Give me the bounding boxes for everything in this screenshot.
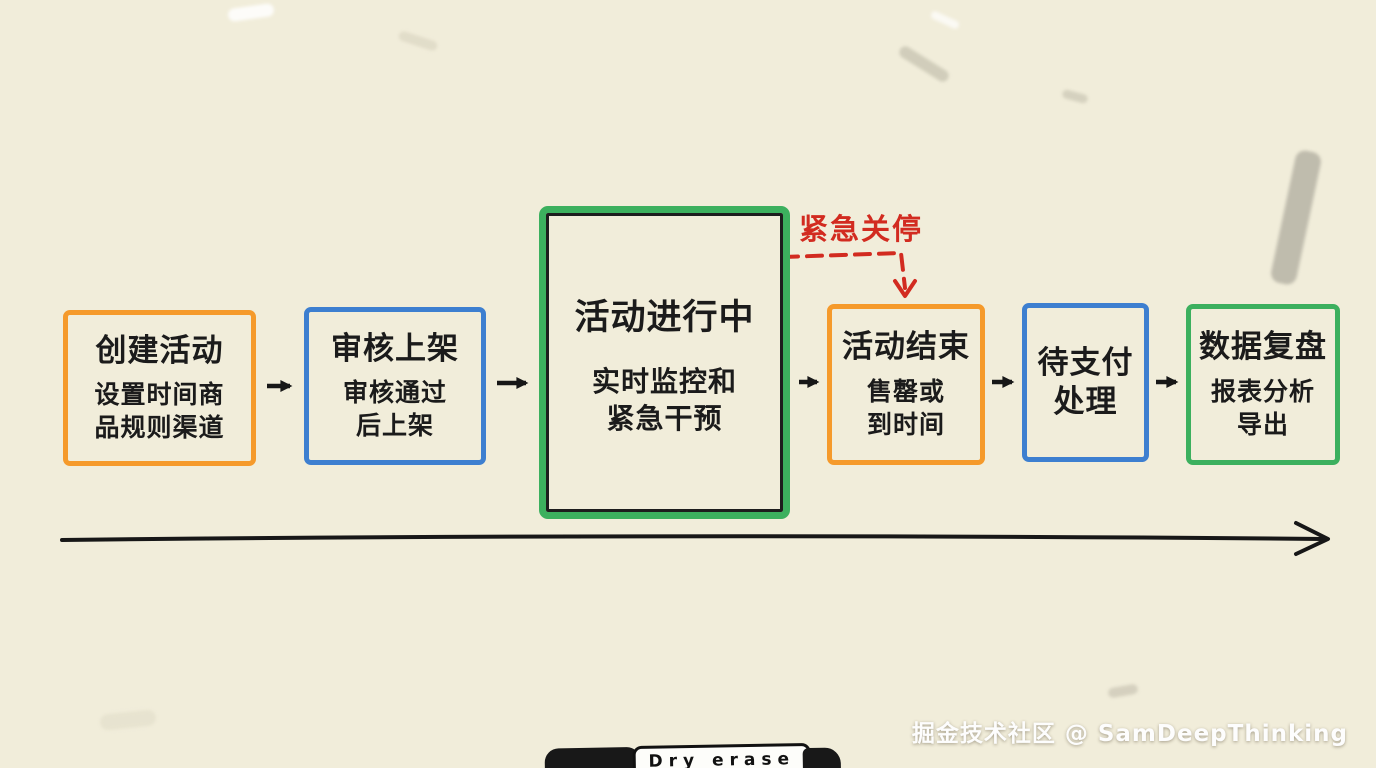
box-subtitle: 报表分析 导出 — [1210, 376, 1315, 439]
smudge-mark — [99, 709, 157, 731]
smudge-mark — [1061, 88, 1089, 105]
smudge-mark — [1269, 148, 1323, 287]
smudge-mark — [397, 30, 439, 52]
box-title: 审核上架 — [331, 330, 459, 367]
marker-pen-tip — [802, 747, 842, 768]
flow-box-create: 创建活动 设置时间商 品规则渠道 — [63, 310, 256, 466]
marker-pen: Dry erase — [544, 741, 842, 768]
emergency-dashed-arrow — [781, 250, 907, 290]
box-title: 创建活动 — [95, 332, 224, 369]
flow-box-running: 活动进行中 实时监控和 紧急干预 — [539, 206, 790, 519]
flow-box-review: 审核上架 审核通过 后上架 — [304, 307, 486, 465]
box-subtitle: 设置时间商 品规则渠道 — [94, 380, 225, 443]
box-subtitle: 实时监控和 紧急干预 — [591, 365, 737, 436]
box-title: 活动进行中 — [574, 297, 755, 338]
marker-pen-body: Dry erase — [632, 742, 812, 768]
flow-box-end: 活动结束 售罄或 到时间 — [827, 304, 985, 465]
emergency-shutdown-label: 紧急关停 — [799, 212, 924, 246]
flow-box-payment: 待支付 处理 — [1022, 303, 1149, 462]
smudge-mark — [897, 44, 951, 84]
box-title: 待支付 处理 — [1037, 344, 1134, 420]
emergency-arrowhead — [893, 279, 917, 298]
box-subtitle: 售罄或 到时间 — [866, 376, 945, 439]
marker-pen-label: Dry erase — [648, 749, 796, 768]
smudge-mark — [929, 10, 961, 30]
box-subtitle: 审核通过 后上架 — [342, 378, 447, 441]
smudge-mark — [1107, 683, 1139, 699]
watermark: 掘金技术社区 @ SamDeepThinking — [911, 721, 1348, 747]
timeline-axis — [60, 534, 1326, 542]
box-title: 数据复盘 — [1199, 329, 1327, 366]
marker-pen-cap — [544, 746, 642, 768]
box-title: 活动结束 — [842, 329, 970, 366]
flow-box-replay: 数据复盘 报表分析 导出 — [1186, 304, 1340, 465]
smudge-mark — [227, 2, 275, 23]
timeline-arrowhead — [1294, 521, 1330, 556]
